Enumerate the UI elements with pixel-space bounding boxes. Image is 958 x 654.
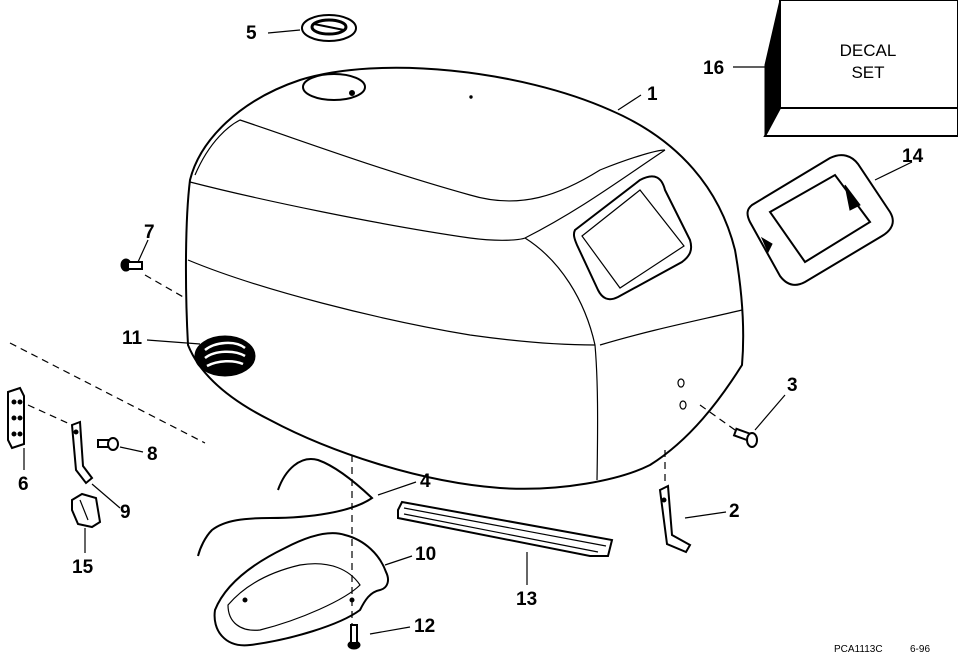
- callout-6: 6: [18, 474, 29, 495]
- callout-4: 4: [420, 471, 431, 492]
- screw-8: [97, 437, 119, 451]
- callout-11: 11: [122, 328, 143, 349]
- callout-1: 1: [647, 84, 658, 105]
- callout-13: 13: [516, 589, 537, 610]
- callout-14: 14: [902, 146, 924, 167]
- drawing-date: 6-96: [910, 644, 930, 654]
- screw-3: [732, 427, 758, 448]
- decal-text-line1: DECAL: [840, 41, 897, 60]
- callout-16: 16: [703, 58, 724, 79]
- decal-text-line2: SET: [851, 63, 884, 82]
- callout-5: 5: [246, 23, 257, 44]
- window-seal: [746, 154, 894, 286]
- latch-plate: [7, 386, 25, 450]
- lower-pan: [213, 532, 389, 647]
- drawing-code: PCA1113C: [834, 644, 883, 654]
- callout-12: 12: [414, 616, 435, 637]
- callout-10: 10: [415, 544, 436, 565]
- seal-strip: [397, 500, 614, 557]
- motor-cover: [184, 66, 745, 490]
- cable: [197, 458, 374, 557]
- clip: [71, 492, 102, 529]
- footer: PCA1113C 6-96: [834, 644, 930, 654]
- callout-3: 3: [787, 375, 798, 396]
- callout-labels: 1 2 3 4 5 6 7 8 9 10 11 12 13 14 15 16: [18, 23, 924, 637]
- decal-set-box: DECAL SET: [763, 0, 958, 137]
- latch-hook: [70, 420, 94, 485]
- leader-lines: [23, 29, 913, 635]
- bracket-2: [658, 484, 692, 554]
- emblem-decal: [194, 335, 256, 377]
- alignment-lines: [9, 274, 736, 625]
- callout-7: 7: [144, 222, 155, 243]
- callout-15: 15: [72, 557, 94, 578]
- callout-8: 8: [147, 444, 158, 465]
- screw-7: [120, 258, 143, 272]
- callout-9: 9: [120, 502, 131, 523]
- callout-2: 2: [729, 501, 740, 522]
- vent-plug: [301, 14, 357, 42]
- screw-12: [347, 624, 361, 650]
